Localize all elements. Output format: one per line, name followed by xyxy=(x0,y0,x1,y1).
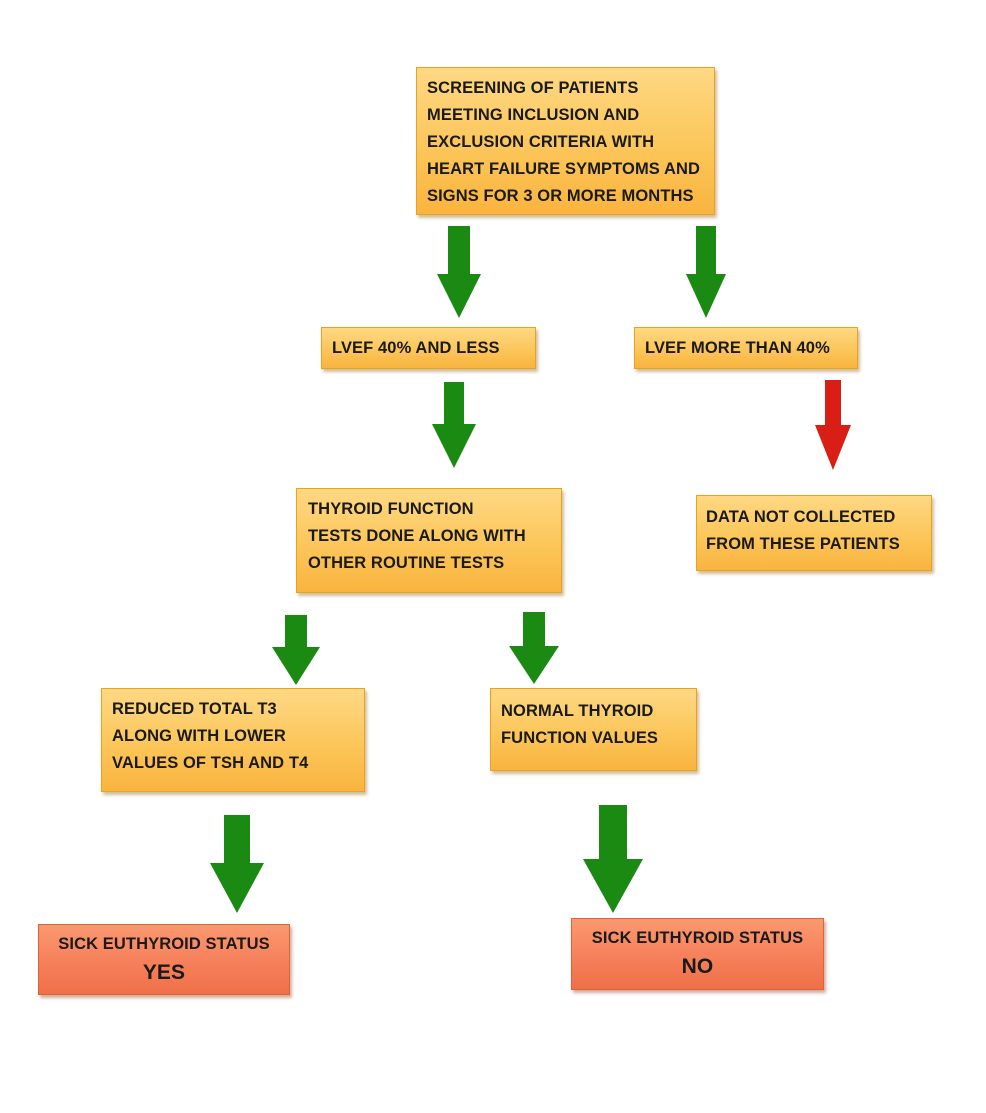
normal-thyroid-line: NORMAL THYROID xyxy=(501,702,654,720)
result-yes-box: SICK EUTHYROID STATUS YES xyxy=(38,924,290,995)
screening-line: EXCLUSION CRITERIA WITH xyxy=(427,133,655,151)
screening-line: SIGNS FOR 3 OR MORE MONTHS xyxy=(427,187,694,205)
result-no-box: SICK EUTHYROID STATUS NO xyxy=(571,918,824,990)
thyroid-tests-line: TESTS DONE ALONG WITH xyxy=(308,527,526,545)
screening-box: SCREENING OF PATIENTS MEETING INCLUSION … xyxy=(416,67,715,215)
screening-line: HEART FAILURE SYMPTOMS AND xyxy=(427,160,701,178)
lvef-low-label: LVEF 40% AND LESS xyxy=(332,339,500,357)
result-no-value: NO xyxy=(681,955,714,978)
lvef-high-box: LVEF MORE THAN 40% xyxy=(634,327,858,369)
arrow-down-icon xyxy=(583,805,643,913)
not-collected-line: DATA NOT COLLECTED xyxy=(706,508,896,526)
normal-thyroid-box: NORMAL THYROID FUNCTION VALUES xyxy=(490,688,697,771)
screening-line: MEETING INCLUSION AND xyxy=(427,106,640,124)
result-no-title: SICK EUTHYROID STATUS xyxy=(591,929,804,947)
normal-thyroid-line: FUNCTION VALUES xyxy=(501,729,659,747)
result-yes-title: SICK EUTHYROID STATUS xyxy=(58,935,270,953)
arrow-down-icon xyxy=(686,226,726,318)
arrow-down-red-icon xyxy=(815,380,851,470)
thyroid-tests-line: THYROID FUNCTION xyxy=(308,500,474,518)
reduced-t3-box: REDUCED TOTAL T3 ALONG WITH LOWER VALUES… xyxy=(101,688,365,792)
arrow-down-icon xyxy=(432,382,476,468)
thyroid-tests-box: THYROID FUNCTION TESTS DONE ALONG WITH O… xyxy=(296,488,562,593)
reduced-t3-line: VALUES OF TSH AND T4 xyxy=(112,754,309,772)
arrow-down-icon xyxy=(210,815,264,913)
arrow-down-icon xyxy=(509,612,559,684)
reduced-t3-line: REDUCED TOTAL T3 xyxy=(112,700,277,718)
arrow-down-icon xyxy=(272,615,320,685)
reduced-t3-line: ALONG WITH LOWER xyxy=(112,727,286,745)
lvef-low-box: LVEF 40% AND LESS xyxy=(321,327,536,369)
result-yes-value: YES xyxy=(142,961,186,984)
screening-line: SCREENING OF PATIENTS xyxy=(427,79,639,97)
not-collected-line: FROM THESE PATIENTS xyxy=(706,535,900,553)
not-collected-box: DATA NOT COLLECTED FROM THESE PATIENTS xyxy=(696,495,932,571)
lvef-high-label: LVEF MORE THAN 40% xyxy=(645,339,830,357)
arrow-down-icon xyxy=(437,226,481,318)
thyroid-tests-line: OTHER ROUTINE TESTS xyxy=(308,554,505,572)
